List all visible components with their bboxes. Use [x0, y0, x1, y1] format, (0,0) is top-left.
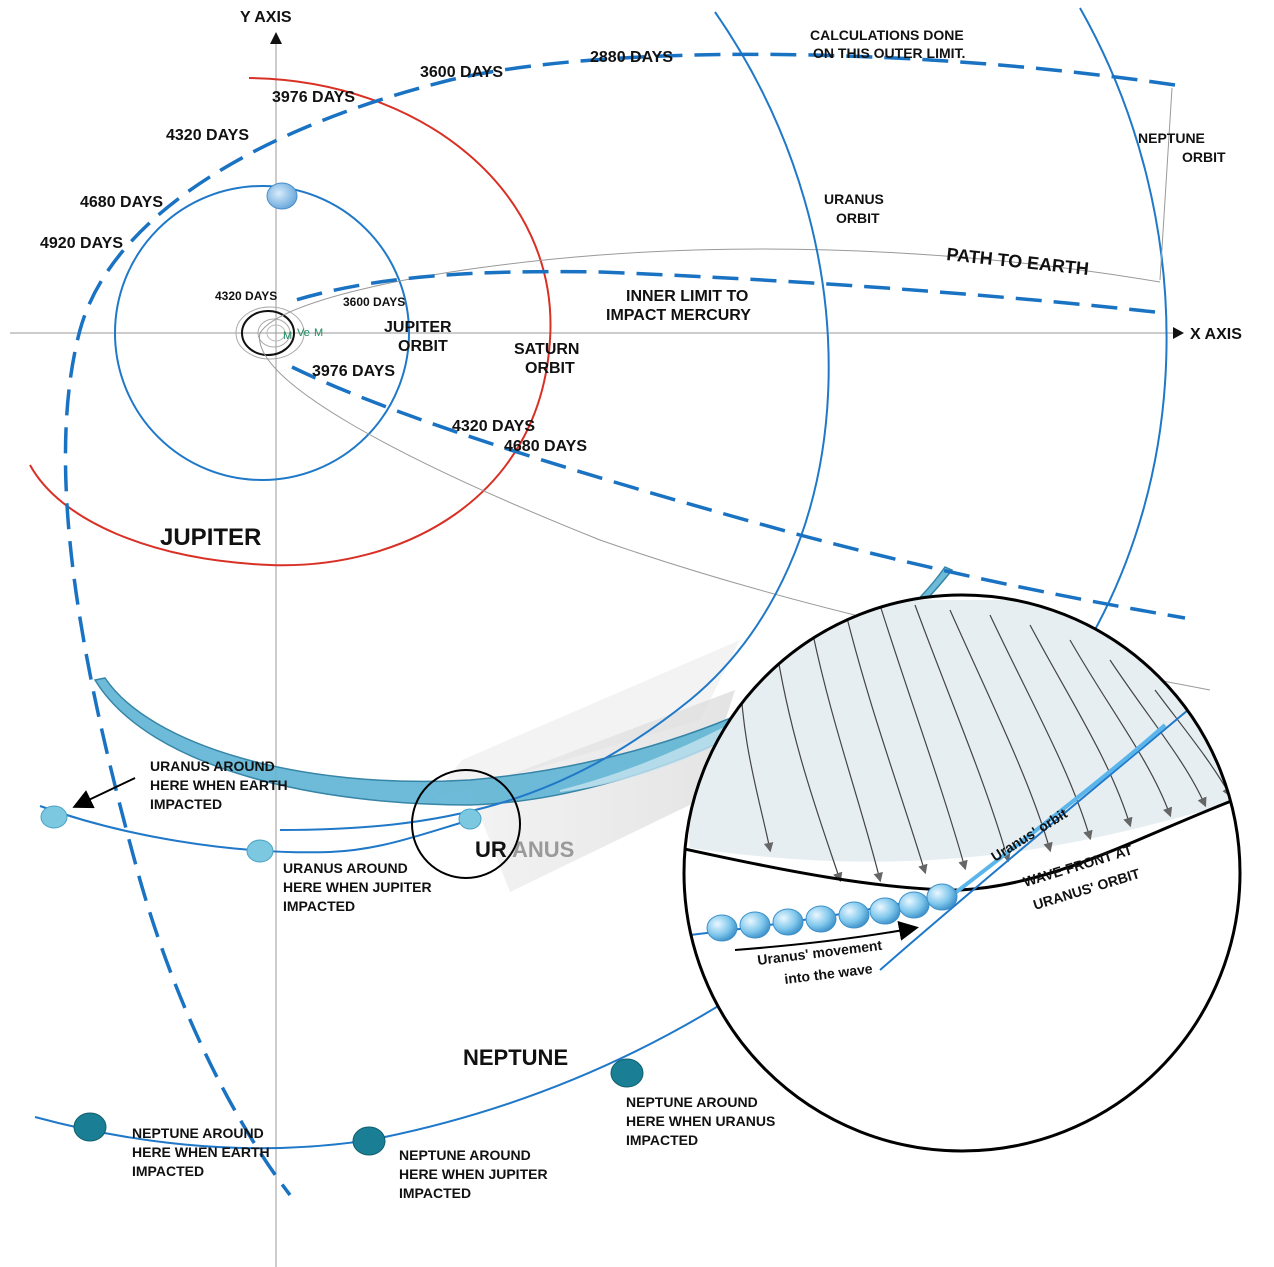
uranus-earth-pointer	[72, 777, 136, 809]
axes	[10, 32, 1184, 1267]
uranus-orbit-label-1: URANUS	[824, 191, 884, 207]
uranus-earth-label-2: HERE WHEN EARTH	[150, 777, 288, 793]
uranus-zoom-ring	[411, 769, 521, 879]
wave-propagation-arrows	[739, 604, 1232, 883]
label-4680-days-lower: 4680 DAYS	[504, 438, 587, 455]
saturn-orbit-label-2: ORBIT	[525, 360, 575, 377]
neptune-earth-label-1: NEPTUNE AROUND	[132, 1125, 264, 1141]
neptune-jupiter-label-3: IMPACTED	[399, 1185, 471, 1201]
uranus-big-label-a: UR	[475, 837, 507, 862]
uranus-motion-balls	[706, 883, 958, 942]
label-3976-days-outer: 3976 DAYS	[272, 89, 355, 106]
saturn-orbit	[29, 77, 552, 567]
uranus-jupiter-impact-ball	[246, 839, 274, 863]
calc-note-line2: ON THIS OUTER LIMIT.	[813, 45, 965, 61]
label-2880-days: 2880 DAYS	[590, 49, 673, 66]
uranus-earth-label-1: URANUS AROUND	[150, 758, 275, 774]
jupiter-planet	[266, 182, 298, 210]
neptune-uranus-label-3: IMPACTED	[626, 1132, 698, 1148]
uranus-orbit	[279, 11, 830, 831]
outer-limit-dashed	[63, 52, 1176, 1197]
jupiter-orbit-label-1: JUPITER	[384, 319, 452, 336]
uranus-big-label-b: ANUS	[512, 837, 574, 862]
x-axis-arrow-icon	[1173, 327, 1184, 339]
neptune-title: NEPTUNE	[463, 1045, 568, 1070]
neptune-orbit-marker	[1159, 87, 1173, 281]
saturn-orbit-label-1: SATURN	[514, 341, 579, 358]
neptune-uranus-label-1: NEPTUNE AROUND	[626, 1094, 758, 1110]
uranus-orbit-track	[39, 805, 471, 854]
x-axis-label: X AXIS	[1190, 326, 1242, 343]
inner-limit-dashed-lower	[291, 365, 1186, 620]
uranus-orbit-label-2: ORBIT	[836, 210, 880, 226]
neptune-uranus-label-2: HERE WHEN URANUS	[626, 1113, 775, 1129]
planet-m1-label: M	[283, 330, 292, 342]
label-4680-days-outer: 4680 DAYS	[80, 194, 163, 211]
inner-limit-dashed	[295, 269, 1156, 314]
neptune-uranus-impact-ball	[610, 1058, 644, 1088]
jupiter-title: JUPITER	[160, 524, 261, 551]
uranus-current-ball	[458, 808, 482, 830]
y-axis-label: Y AXIS	[240, 9, 292, 26]
path-to-earth	[259, 248, 1211, 691]
uranus-orbit-lens-light	[953, 723, 1167, 895]
neptune-jupiter-label-2: HERE WHEN JUPITER	[399, 1166, 548, 1182]
uranus-jupiter-label-2: HERE WHEN JUPITER	[283, 879, 432, 895]
movement-arrow	[734, 921, 919, 951]
calc-note-line1: CALCULATIONS DONE	[810, 27, 964, 43]
zoom-lens	[682, 593, 1242, 1153]
label-4320-days-outer: 4320 DAYS	[166, 127, 249, 144]
uranus-earth-impact-ball	[40, 805, 68, 829]
inner-limit-label-1: INNER LIMIT TO	[626, 288, 748, 305]
path-to-earth-label: PATH TO EARTH	[946, 244, 1090, 279]
inner-orbits	[235, 306, 305, 360]
neptune-orbit-label-2: ORBIT	[1182, 149, 1226, 165]
inner-limit-label-2: IMPACT MERCURY	[606, 307, 751, 324]
y-axis-arrow-icon	[270, 32, 282, 44]
label-4320-days-inner: 4320 DAYS	[215, 289, 277, 303]
neptune-earth-label-3: IMPACTED	[132, 1163, 204, 1179]
uranus-earth-label-3: IMPACTED	[150, 796, 222, 812]
planet-ve-label: Ve	[297, 327, 310, 339]
neptune-earth-label-2: HERE WHEN EARTH	[132, 1144, 270, 1160]
label-4320-days-lower: 4320 DAYS	[452, 418, 535, 435]
jupiter-orbit	[114, 185, 410, 481]
label-3600-days-inner: 3600 DAYS	[343, 295, 405, 309]
label-3600-days-outer: 3600 DAYS	[420, 64, 503, 81]
neptune-earth-impact-ball	[73, 1112, 107, 1142]
uranus-jupiter-label-1: URANUS AROUND	[283, 860, 408, 876]
neptune-jupiter-label-1: NEPTUNE AROUND	[399, 1147, 531, 1163]
uranus-jupiter-label-3: IMPACTED	[283, 898, 355, 914]
neptune-jupiter-impact-ball	[352, 1126, 386, 1156]
planet-m2-label: M	[314, 327, 323, 339]
neptune-orbit-label-1: NEPTUNE	[1138, 130, 1205, 146]
label-3976-days-lower: 3976 DAYS	[312, 363, 395, 380]
jupiter-orbit-label-2: ORBIT	[398, 338, 448, 355]
label-4920-days: 4920 DAYS	[40, 235, 123, 252]
wave-front-band	[93, 566, 954, 806]
labels: Y AXIS X AXIS CALCULATIONS DONE ON THIS …	[40, 9, 1242, 1201]
